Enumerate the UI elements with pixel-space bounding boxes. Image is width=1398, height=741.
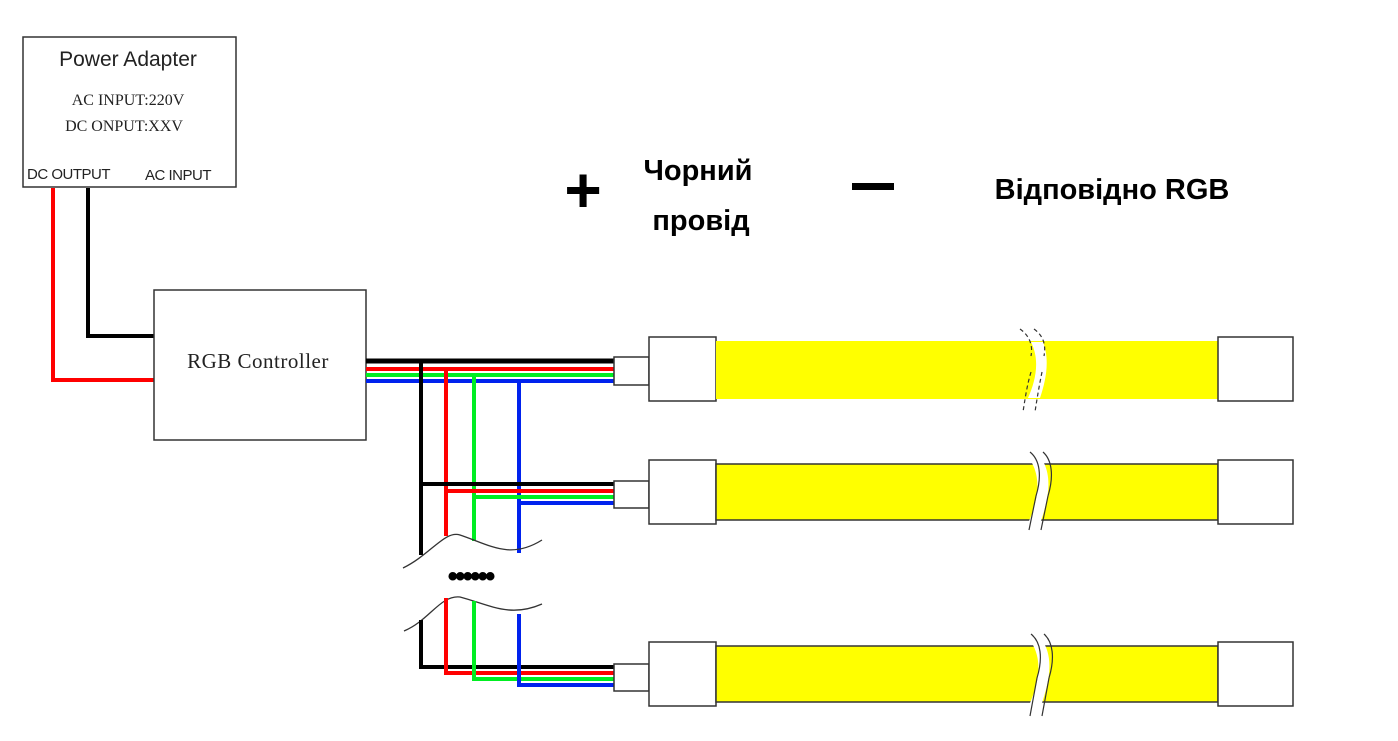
- drop-wires-upper: [419, 361, 521, 555]
- strip3-break-marks: [1029, 633, 1054, 717]
- plus-text-line1: Чорний: [644, 155, 753, 187]
- branch3-wire-green: [472, 601, 614, 681]
- break-line-upper: [402, 533, 543, 569]
- branch3-wire-black: [419, 620, 614, 669]
- main-bus: [366, 358, 614, 383]
- strip2-break-gap: [1029, 463, 1049, 521]
- strip3-break-gap: [1030, 645, 1050, 703]
- power-adapter-box: [22, 36, 237, 188]
- ac-input-port-label: AC INPUT: [145, 167, 211, 184]
- minus-text: Відповідно RGB: [995, 174, 1230, 206]
- strip2-end-cap-right: [1217, 459, 1294, 525]
- rgb-controller: RGB Controller: [153, 289, 367, 441]
- strip2-break-marks: [1028, 451, 1053, 531]
- power-adapter-title: Power Adapter: [59, 48, 197, 71]
- branch3-wire-blue: [517, 614, 614, 687]
- strip3-body: [715, 645, 1219, 703]
- branch-strip-2: [421, 482, 614, 505]
- branch-strip-3: [419, 598, 614, 687]
- power-wire-red: [51, 188, 155, 382]
- ellipsis: ••••••: [447, 560, 495, 593]
- branch3-wire-red: [444, 598, 614, 675]
- power-adapter: Power Adapter AC INPUT:220V DC ONPUT:XXV…: [22, 36, 237, 188]
- strip2-plug: [613, 480, 650, 509]
- dc-output-spec: DC ONPUT:XXV: [65, 118, 183, 135]
- strip3-end-cap-left: [648, 641, 717, 707]
- led-strip-2: [613, 451, 1294, 531]
- plus-symbol: +: [564, 154, 601, 226]
- break-line-lower: [403, 596, 543, 632]
- led-strip-1: [613, 328, 1294, 413]
- power-wire-black: [86, 188, 155, 338]
- minus-symbol: [852, 183, 894, 190]
- strip3-plug: [613, 663, 650, 692]
- strip1-plug: [613, 356, 650, 386]
- strip1-break-marks: [1019, 328, 1046, 413]
- strip1-break-gap: [1028, 342, 1047, 398]
- rgb-controller-label: RGB Controller: [187, 349, 329, 373]
- strip1-end-cap-right: [1217, 336, 1294, 402]
- strip1-body: [716, 341, 1218, 399]
- legend: + Чорний провід Відповідно RGB: [564, 154, 1229, 237]
- strip3-end-cap-right: [1217, 641, 1294, 707]
- plus-text-line2: провід: [652, 205, 749, 237]
- dc-output-port-label: DC OUTPUT: [27, 166, 110, 183]
- strip2-body: [715, 463, 1219, 521]
- led-strip-3: [613, 633, 1294, 717]
- rgb-controller-box: [153, 289, 367, 441]
- strip1-end-cap-left: [648, 336, 717, 402]
- ac-input-spec: AC INPUT:220V: [72, 92, 185, 109]
- strip2-end-cap-left: [648, 459, 717, 525]
